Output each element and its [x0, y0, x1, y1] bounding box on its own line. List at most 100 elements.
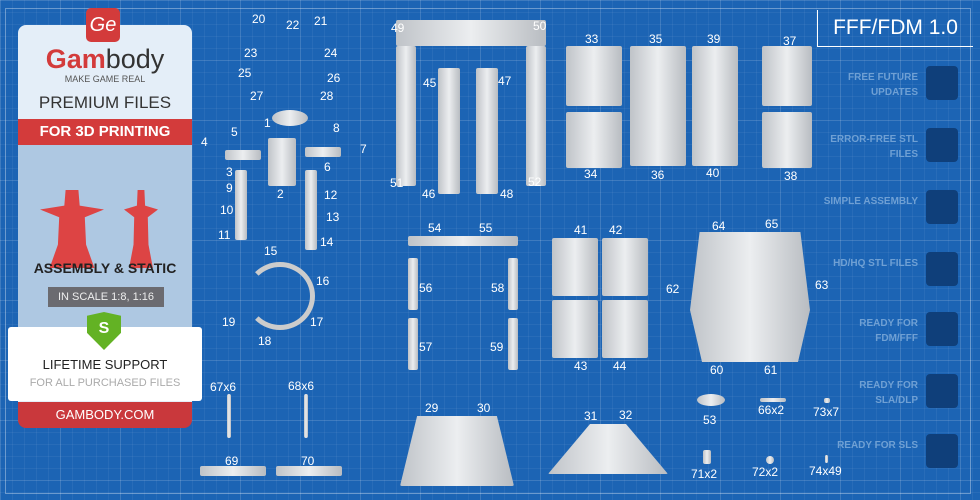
part-number-label: 43 [574, 359, 588, 373]
brand-name: Gambody [18, 45, 192, 73]
part-number-label: 11 [218, 228, 231, 242]
part-number-label: 57 [419, 340, 433, 354]
part-number-label: 2 [277, 187, 284, 201]
part-number-label: 48 [500, 187, 514, 201]
part-number-label: 28 [320, 89, 334, 103]
knob-part [766, 456, 774, 464]
update-icon [926, 66, 958, 100]
part-number-label: 45 [423, 76, 437, 90]
part-number-label: 39 [707, 32, 721, 46]
ramp-part [400, 416, 514, 486]
door-part [552, 300, 598, 358]
part-number-label: 50 [533, 19, 547, 33]
cylinder-part [703, 450, 711, 464]
part-number-label: 66x2 [758, 403, 785, 417]
rod-part [304, 394, 308, 438]
brand-tagline: MAKE GAME REAL [64, 74, 146, 84]
part-number-label: 15 [264, 244, 278, 258]
part-number-label: 12 [324, 188, 338, 202]
static-figure-icon [124, 190, 158, 268]
part-number-label: 20 [252, 12, 266, 26]
feature-label: READY FOR SLS [837, 440, 918, 451]
part-number-label: 60 [710, 363, 724, 377]
part-number-label: 38 [784, 169, 798, 183]
feature-error-free: ERROR-FREE STL FILES [830, 128, 970, 178]
door-frame-part [408, 318, 418, 370]
part-number-label: 4 [201, 135, 208, 149]
website-link[interactable]: GAMBODY.COM [18, 402, 192, 428]
part-number-label: 55 [479, 221, 493, 235]
premium-files-heading: PREMIUM FILES [38, 93, 172, 112]
for-3d-printing-banner: FOR 3D PRINTING [18, 119, 192, 145]
part-number-label: 63 [815, 278, 829, 292]
pin-part [825, 455, 828, 463]
part-number-label: 42 [609, 223, 623, 237]
door-frame-part [408, 258, 418, 310]
alien-arm-part [225, 150, 261, 160]
puzzle-icon [926, 190, 958, 224]
part-number-label: 14 [320, 235, 334, 249]
avatar-icon [926, 252, 958, 286]
part-number-label: 59 [490, 340, 504, 354]
part-number-label: 7 [360, 142, 367, 156]
part-number-label: 70 [301, 454, 315, 468]
pipe-part [276, 466, 342, 476]
part-number-label: 46 [422, 187, 436, 201]
lifetime-support-label: LIFETIME SUPPORT [42, 357, 168, 372]
part-number-label: 61 [764, 363, 778, 377]
part-number-label: 8 [333, 121, 340, 135]
part-number-label: 40 [706, 166, 720, 180]
alien-leg-part [305, 170, 317, 250]
assembly-static-label: ASSEMBLY & STATIC [33, 260, 177, 276]
part-number-label: 53 [703, 413, 717, 427]
alien-arm-part [305, 147, 341, 157]
part-number-label: 54 [428, 221, 442, 235]
wall-panel-part [692, 46, 738, 166]
part-number-label: 56 [419, 281, 433, 295]
part-number-label: 13 [326, 210, 340, 224]
wall-panel-part [762, 46, 812, 106]
feature-simple-assembly: SIMPLE ASSEMBLY [824, 190, 970, 240]
part-number-label: 23 [244, 46, 258, 60]
part-number-label: 25 [238, 66, 252, 80]
part-number-label: 74x49 [809, 464, 842, 478]
part-number-label: 36 [651, 168, 665, 182]
part-number-label: 3 [226, 165, 233, 179]
door-frame-part [408, 236, 518, 246]
feature-hd-stl: HD/HQ STL FILES [830, 252, 970, 302]
brand-name-red: Gam [45, 44, 106, 74]
wall-panel-part [630, 46, 686, 166]
alien-head-part [272, 110, 308, 126]
feature-fdm: READY FOR FDM/FFF [830, 312, 970, 362]
gate-frame-part [396, 20, 546, 46]
part-number-label: 72x2 [752, 465, 779, 479]
door-part [602, 300, 648, 358]
scale-badge: IN SCALE 1:8, 1:16 [48, 287, 164, 307]
gambody-logo-icon: Ge [86, 8, 120, 42]
fdm-printer-icon [926, 312, 958, 346]
wall-panel-part [566, 46, 622, 106]
part-number-label: 62 [666, 282, 680, 296]
part-number-label: 69 [225, 454, 239, 468]
gate-frame-part [526, 46, 546, 186]
stairs-part [548, 424, 668, 474]
part-number-label: 47 [498, 74, 512, 88]
lifetime-support-sub: FOR ALL PURCHASED FILES [29, 377, 181, 389]
part-number-label: 73x7 [813, 405, 840, 419]
version-label: FFF/FDM 1.0 [817, 10, 973, 47]
part-number-label: 6 [324, 160, 331, 174]
part-number-label: 68x6 [288, 379, 315, 393]
feature-sla: READY FOR SLA/DLP [830, 374, 970, 424]
part-number-label: 29 [425, 401, 439, 415]
feature-sls: READY FOR SLS [830, 434, 970, 484]
door-frame-part [508, 258, 518, 310]
alien-tail-part [245, 262, 315, 330]
part-number-label: 26 [327, 71, 341, 85]
part-number-label: 67x6 [210, 380, 237, 394]
part-number-label: 31 [584, 409, 598, 423]
alien-leg-part [235, 170, 247, 240]
part-number-label: 24 [324, 46, 338, 60]
part-number-label: 27 [250, 89, 264, 103]
wall-panel-part [566, 112, 622, 168]
part-number-label: 9 [226, 181, 233, 195]
